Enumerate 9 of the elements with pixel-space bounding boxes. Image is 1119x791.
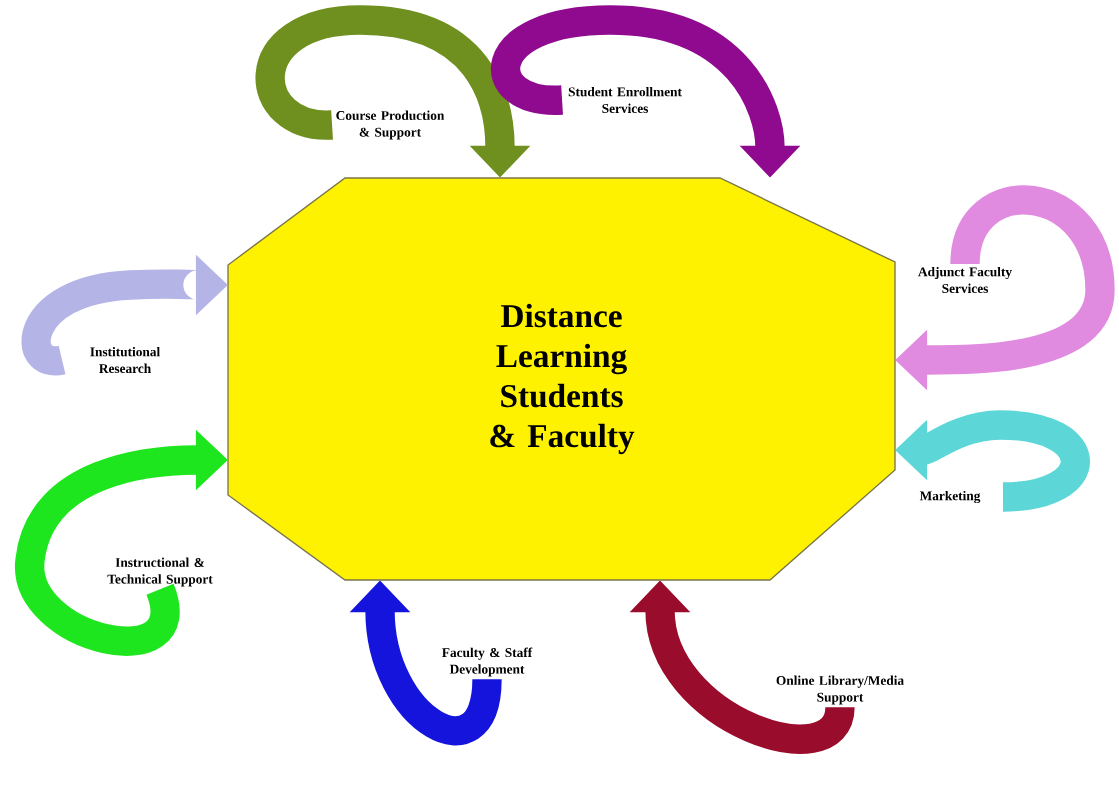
label: Institutional Research (90, 346, 160, 373)
label: Marketing (919, 490, 981, 504)
label: Instructional & Technical Support (107, 557, 213, 587)
label: Online Library/Media Support (776, 675, 904, 705)
label: Course Production & Support (336, 110, 445, 140)
label: Adjunct Faculty Services (918, 266, 1012, 293)
octagon: Distance Learning Students & Faculty (227, 177, 896, 581)
label: Student Enrollment Services (568, 86, 682, 113)
label: Faculty & Staff Development (442, 647, 533, 677)
